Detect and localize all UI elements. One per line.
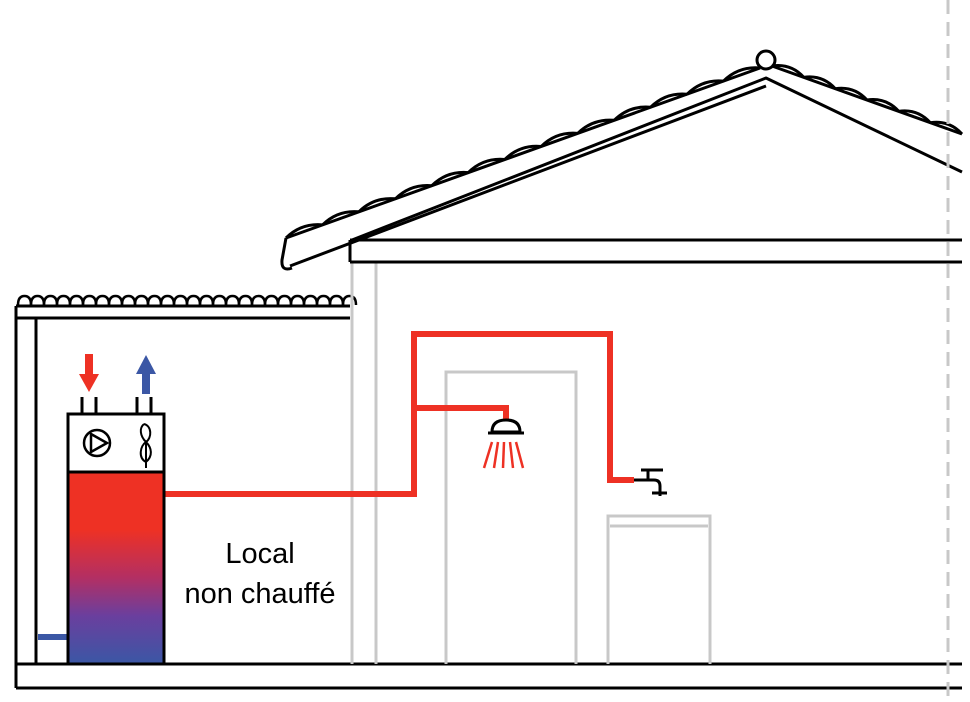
interior-cabinet xyxy=(606,514,712,664)
air-ducts xyxy=(80,397,153,414)
arrow-up-icon xyxy=(136,355,156,394)
annex-structure xyxy=(14,304,350,664)
hot-water-pipes xyxy=(164,331,634,497)
roof-tile xyxy=(16,294,33,306)
roof-tile xyxy=(930,120,964,136)
roof-tile xyxy=(198,294,215,306)
house-roof-tiles xyxy=(284,64,964,240)
roof-tile xyxy=(94,294,111,306)
heat-pump-unit xyxy=(66,412,166,474)
roof-tile xyxy=(898,109,932,124)
roof-tile xyxy=(835,86,869,102)
roof-tile xyxy=(55,294,72,306)
roof-tile xyxy=(107,294,124,306)
roof-tile xyxy=(42,294,59,306)
annex-roof-tiles xyxy=(16,294,358,306)
roof-tile xyxy=(276,294,293,306)
roof-tile xyxy=(120,294,137,306)
roof-tile xyxy=(146,294,163,306)
roof-tile xyxy=(263,294,280,306)
roof-tile xyxy=(284,223,323,240)
interior-outlines xyxy=(350,262,712,664)
roof-tile xyxy=(613,105,651,122)
roof-tile xyxy=(686,79,724,96)
roof-tile xyxy=(185,294,202,306)
roof-tile xyxy=(211,294,228,306)
room-label-line2: non chauffé xyxy=(184,578,336,610)
roof-tile xyxy=(503,144,542,161)
tap-icon xyxy=(634,468,667,496)
roof-tile xyxy=(159,294,176,306)
roof-tile xyxy=(172,294,189,306)
ridge-cap xyxy=(755,49,777,71)
roof-tile xyxy=(68,294,85,306)
roof-tile xyxy=(540,131,578,148)
pump-icon xyxy=(82,428,112,458)
roof-tile xyxy=(866,98,900,113)
roof-tile xyxy=(341,294,358,306)
roof-tile xyxy=(357,197,396,213)
fan-icon xyxy=(139,423,152,468)
arrow-down-icon xyxy=(79,354,99,392)
roof-tile xyxy=(250,294,267,306)
roof-tile xyxy=(315,294,332,306)
roof-tile xyxy=(430,170,469,187)
shower-icon xyxy=(482,418,525,469)
roof-tile xyxy=(467,157,505,174)
roof-tile xyxy=(133,294,150,306)
interior-door xyxy=(444,370,578,664)
roof-tile xyxy=(394,183,432,200)
roof-tile xyxy=(289,294,306,306)
heat-pump-water-heater xyxy=(66,354,166,666)
roof-tile xyxy=(722,66,761,83)
roof-tile xyxy=(803,75,837,90)
roof-tile xyxy=(224,294,241,306)
ground xyxy=(14,662,962,690)
gutter xyxy=(280,237,293,271)
water-tank xyxy=(66,470,166,666)
roof-tile xyxy=(321,210,360,226)
house-roof xyxy=(280,49,963,271)
room-label-line1: Local xyxy=(225,538,295,570)
roof-tile xyxy=(649,92,688,109)
roof-tile xyxy=(29,294,46,306)
roof-tile xyxy=(328,294,345,306)
roof-tile xyxy=(771,64,805,79)
roof-tile xyxy=(81,294,98,306)
roof-tile xyxy=(237,294,254,306)
roof-tile xyxy=(302,294,319,306)
roof-tile xyxy=(576,118,615,135)
